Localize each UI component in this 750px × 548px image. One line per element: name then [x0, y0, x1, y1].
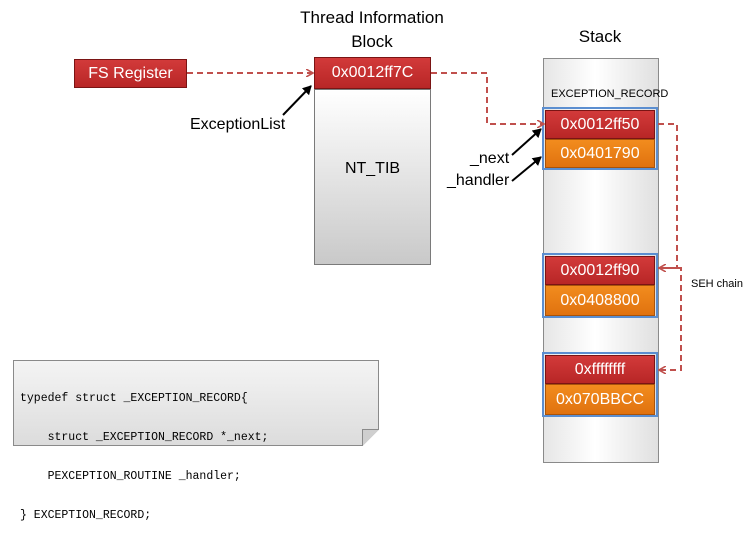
next-label: _next — [470, 150, 510, 167]
tib-exception-list-value: 0x0012ff7C — [314, 57, 431, 89]
exception-list-pointer-arrow — [282, 85, 312, 116]
record1-to-record2-arrow — [658, 123, 678, 268]
record-2-next: 0x0012ff90 — [545, 256, 655, 285]
code-line-2: struct _EXCEPTION_RECORD *_next; — [20, 431, 269, 444]
record-1-next: 0x0012ff50 — [545, 110, 655, 139]
code-line-4: } EXCEPTION_RECORD; — [20, 509, 152, 522]
stack-record-1 — [542, 107, 658, 170]
record-3-next: 0xffffffff — [545, 355, 655, 384]
record-1-handler: 0x0401790 — [545, 139, 655, 168]
exception-list-label: ExceptionList — [190, 116, 286, 133]
code-line-1: typedef struct _EXCEPTION_RECORD{ — [20, 392, 248, 405]
handler-label: _handler — [447, 172, 510, 189]
code-note: typedef struct _EXCEPTION_RECORD{ struct… — [13, 360, 379, 522]
stack-title: Stack — [578, 27, 622, 46]
stack-record-2 — [542, 253, 658, 318]
arrows-layer — [187, 0, 682, 474]
tib-to-record1-arrow — [431, 72, 543, 124]
record2-to-record3-arrow — [658, 267, 682, 370]
next-pointer-arrow — [511, 128, 542, 156]
tib-title: Thread Information Block — [272, 6, 472, 54]
fs-register-box: FS Register — [74, 59, 187, 88]
tib-body — [314, 89, 431, 265]
exception-record-label: EXCEPTION_RECORD — [551, 88, 669, 100]
tib-title-line2: Block — [351, 32, 393, 51]
page-fold-corner — [362, 429, 379, 446]
tib-body-label: NT_TIB — [344, 160, 401, 177]
seh-chain-label: SEH chain — [691, 278, 743, 290]
tib-title-line1: Thread Information — [300, 8, 444, 27]
stack-record-3 — [542, 352, 658, 417]
record-2-handler: 0x0408800 — [545, 285, 655, 316]
record-3-handler: 0x070BBCC — [545, 384, 655, 415]
code-line-3: PEXCEPTION_ROUTINE _handler; — [20, 470, 241, 483]
handler-pointer-arrow — [511, 156, 542, 182]
